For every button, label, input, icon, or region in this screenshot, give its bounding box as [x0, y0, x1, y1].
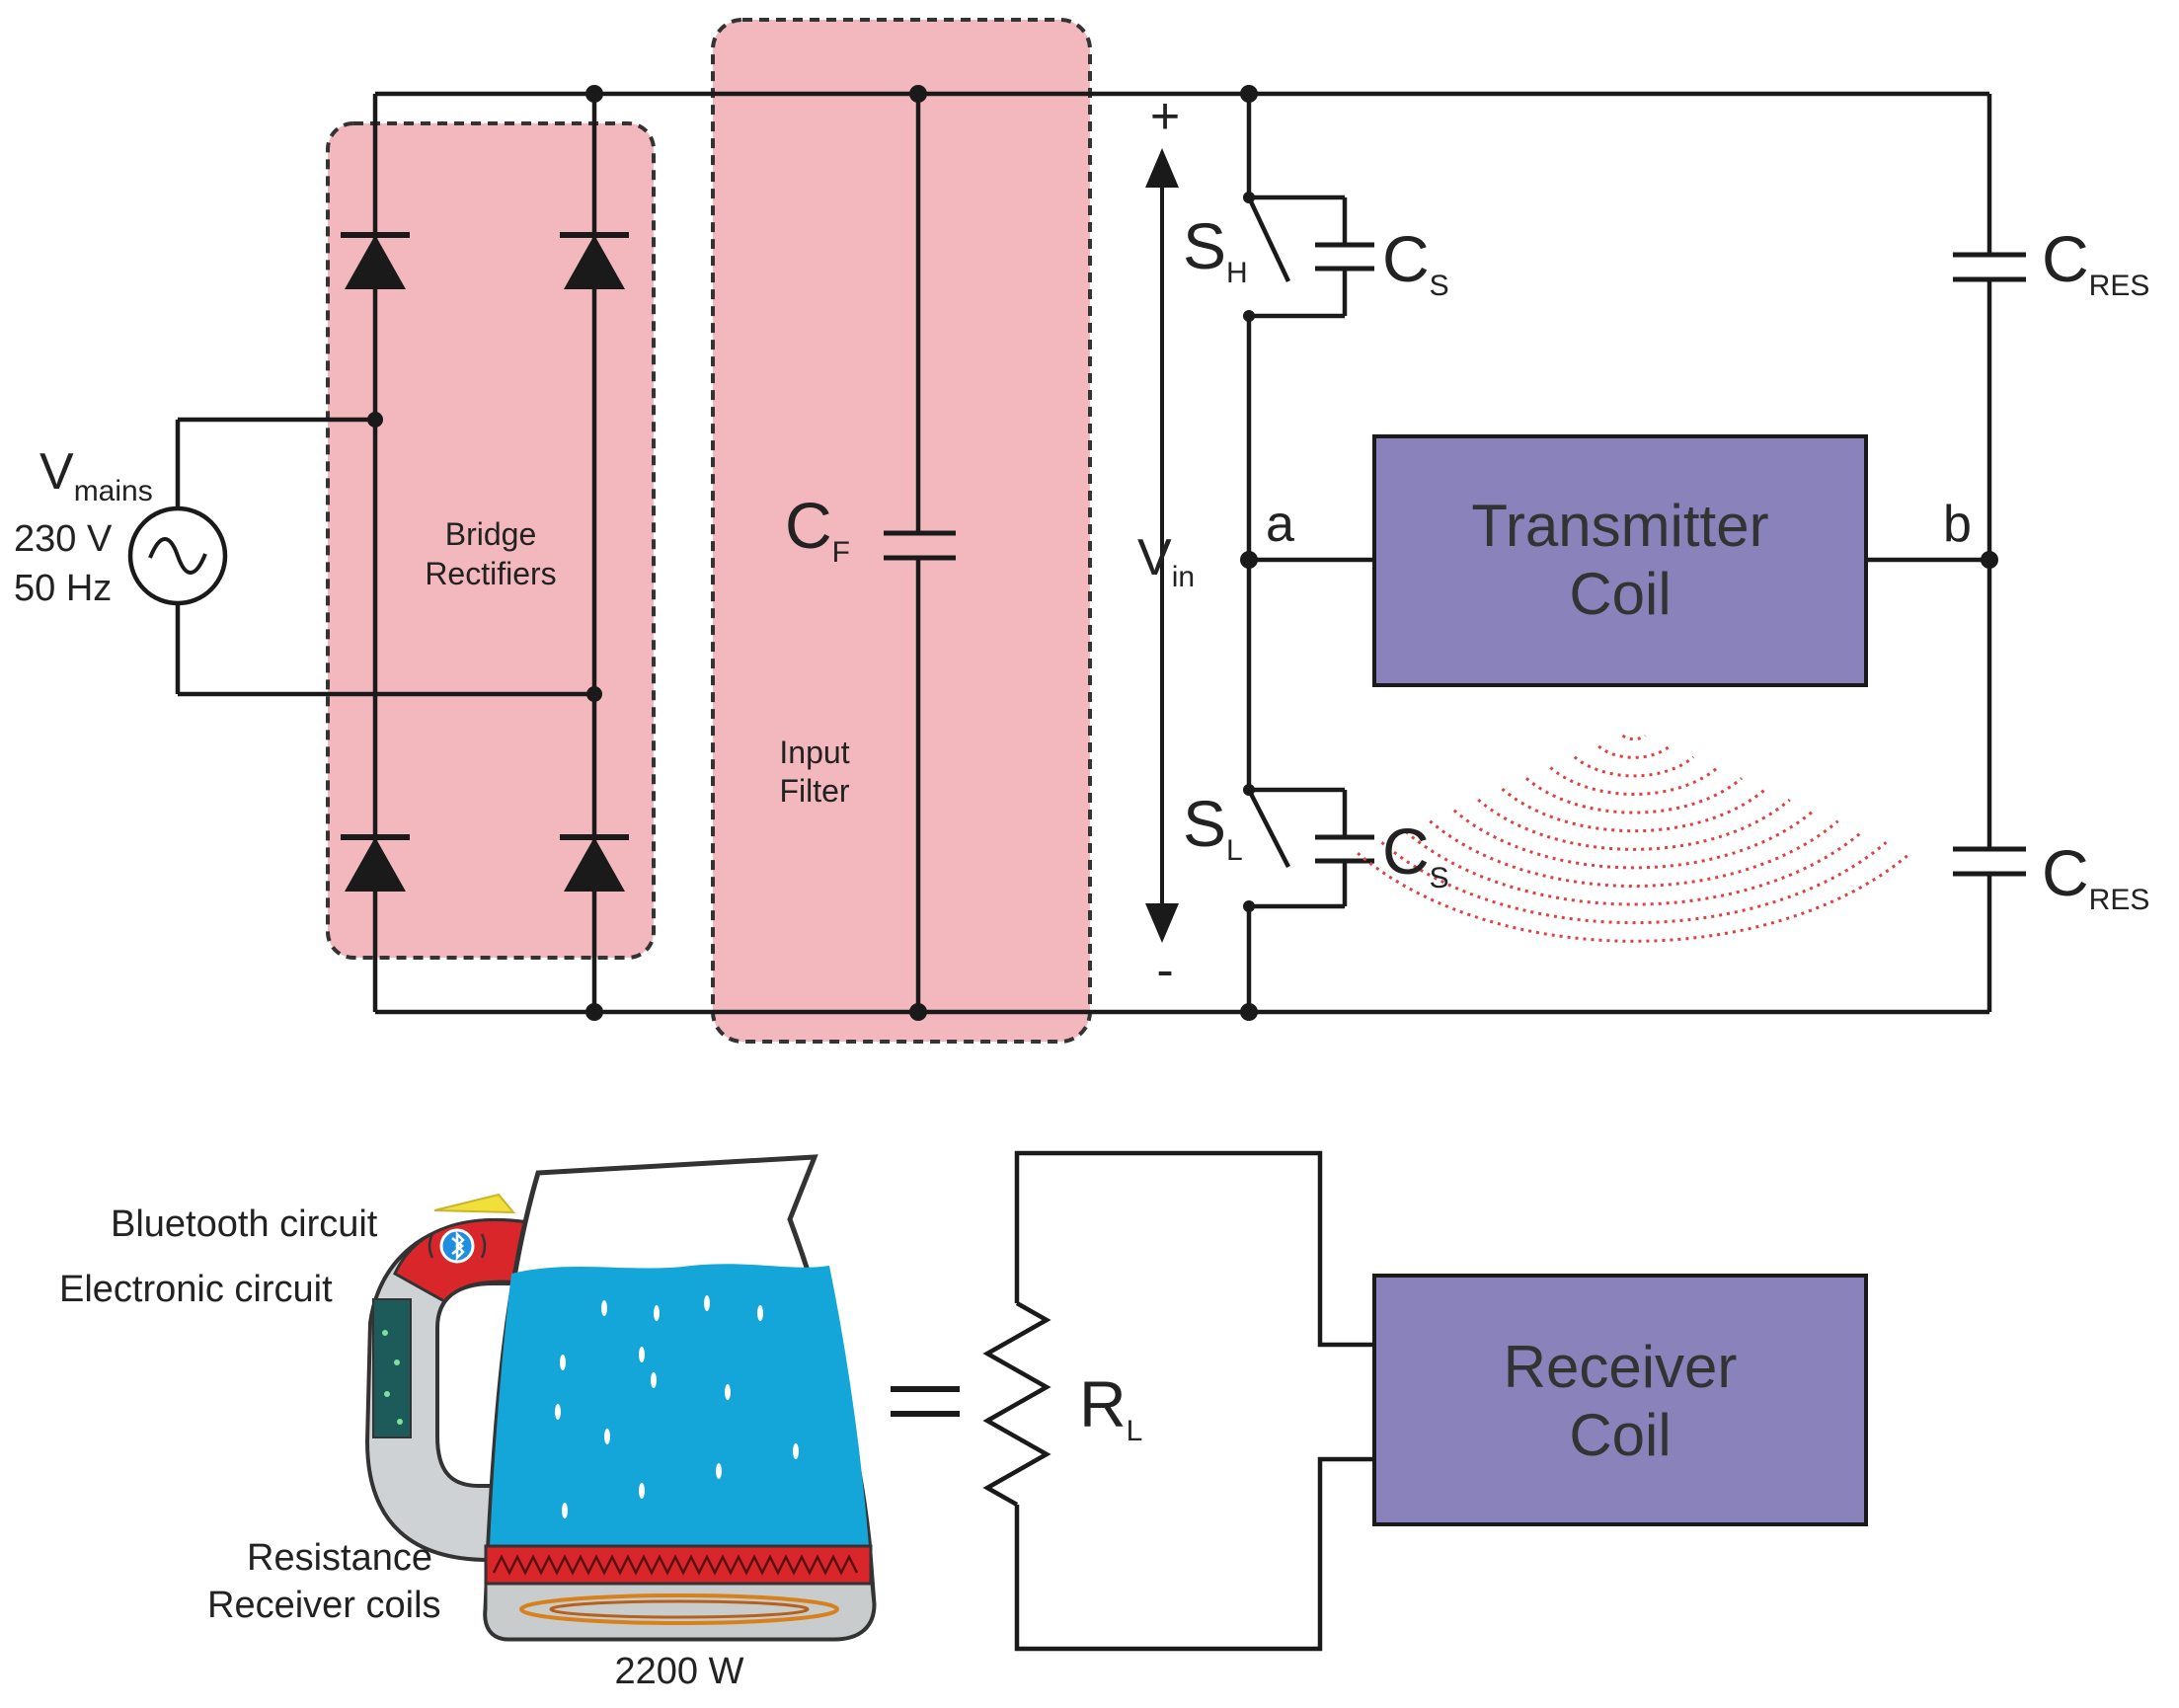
filter-label-line1: Input: [779, 735, 849, 770]
kettle-base: [484, 1582, 876, 1641]
cs-label-high: CS: [1382, 222, 1449, 302]
node-b-label: b: [1943, 496, 1972, 553]
receiver-label-line2: Coil: [1569, 1402, 1671, 1468]
dc-rails: [375, 91, 1989, 1015]
magnetic-field: [1357, 734, 1911, 943]
kettle-water: [490, 1264, 869, 1546]
voltage-label: 230 V: [14, 518, 113, 560]
plus-label: +: [1150, 88, 1180, 145]
cres-label-bottom: CRES: [2042, 836, 2149, 916]
vin-label: Vin: [1137, 529, 1195, 593]
kettle-illustration: [364, 1154, 877, 1642]
resistance-zigzag: [492, 1554, 859, 1576]
low-side-switch: [1246, 787, 1374, 909]
field-arc: [1380, 841, 1888, 925]
field-arc: [1405, 830, 1863, 906]
diode-1: [341, 232, 410, 289]
field-arc: [1621, 734, 1647, 741]
ac-source: [127, 417, 594, 697]
transmitter-label-line2: Coil: [1569, 561, 1671, 627]
vin-arrow: [1145, 148, 1179, 943]
resistance-label: Resistance: [247, 1537, 432, 1579]
cres-label-top: CRES: [2042, 222, 2149, 302]
receiver-coils-label: Receiver coils: [207, 1585, 441, 1626]
labels: Vmains 230 V 50 Hz Bridge Rectifiers Inp…: [14, 88, 2149, 1692]
bridge-label-line2: Rectifiers: [425, 556, 556, 591]
field-arc: [1429, 819, 1839, 888]
receiver-coil: [1372, 1274, 1868, 1526]
field-arc: [1573, 755, 1695, 778]
bridge-rectifier-block: [326, 121, 656, 960]
cs-label-low: CS: [1382, 815, 1449, 894]
junction-nodes: [367, 85, 1998, 1021]
receiver-loop: [982, 1150, 1374, 1652]
transmitter-coil: [1372, 434, 1868, 687]
rl-label: RL: [1079, 1367, 1142, 1447]
node-a-label: a: [1266, 496, 1294, 553]
filter-capacitor: [884, 94, 956, 1012]
equals-sign: [891, 1386, 960, 1417]
vmains-label: Vmains: [39, 443, 153, 507]
power-label: 2200 W: [615, 1651, 744, 1692]
electronic-board: [372, 1298, 412, 1438]
diode-4: [560, 834, 629, 892]
field-arc: [1597, 744, 1671, 759]
field-arc: [1357, 851, 1911, 943]
cf-label: CF: [785, 489, 850, 569]
receiver-label-line1: Receiver: [1504, 1334, 1738, 1400]
bridge-label-line1: Bridge: [445, 516, 537, 552]
bridge-rectifier: [341, 94, 629, 1012]
receiver-coils-drawing: [519, 1593, 839, 1625]
field-arc: [1477, 798, 1791, 851]
field-arc: [1549, 766, 1719, 796]
bluetooth-label: Bluetooth circuit: [111, 1203, 378, 1245]
load-resistor: [982, 1301, 1051, 1507]
field-arc: [1452, 809, 1816, 870]
minus-label: -: [1156, 942, 1173, 999]
diode-3: [341, 834, 410, 892]
sl-label: SL: [1183, 787, 1243, 867]
filter-label-line2: Filter: [779, 773, 849, 809]
sh-label: SH: [1183, 209, 1248, 289]
water-bubbles: [555, 1295, 799, 1518]
frequency-label: 50 Hz: [14, 568, 112, 609]
switch-leg: [1246, 94, 1374, 1012]
high-side-switch: [1246, 194, 1374, 319]
diode-2: [560, 232, 629, 289]
electronic-label: Electronic circuit: [59, 1269, 333, 1310]
field-arc: [1501, 787, 1767, 833]
transmitter-label-line1: Transmitter: [1471, 493, 1768, 559]
